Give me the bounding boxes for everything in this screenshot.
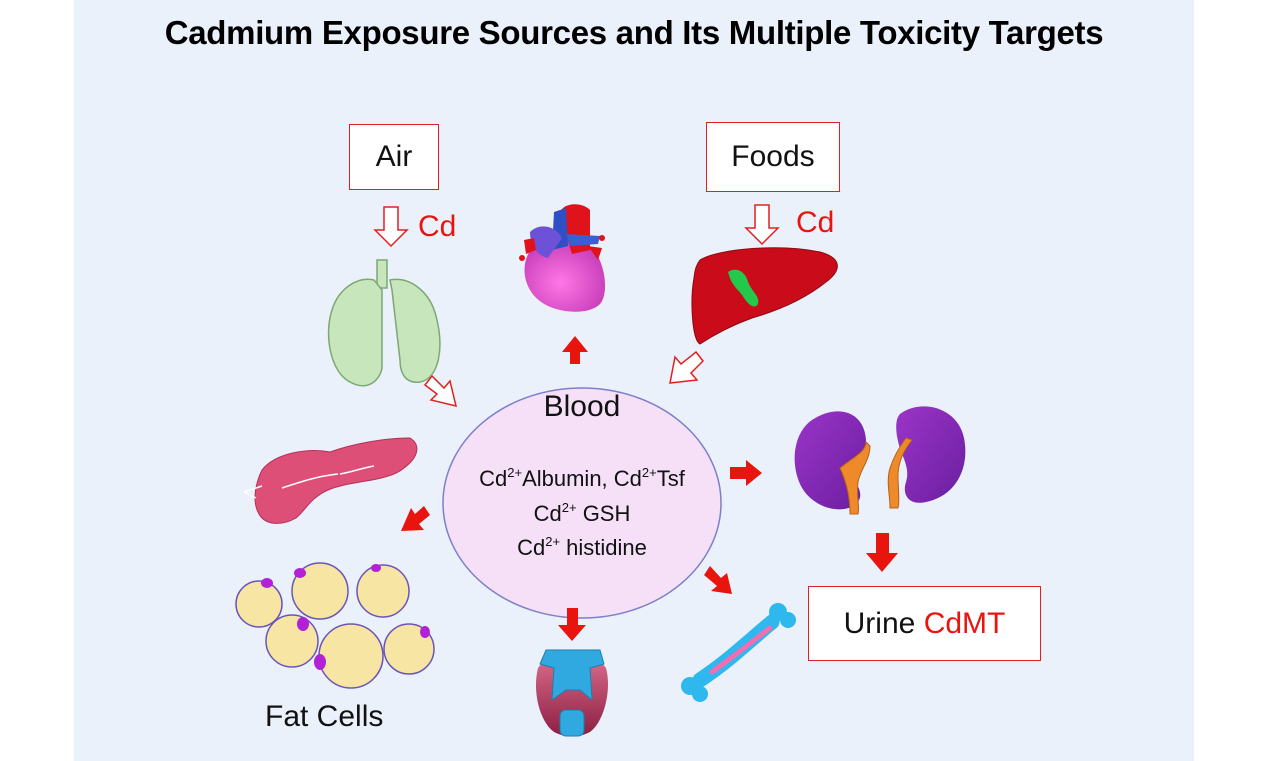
hollow-arrow-lungs-to-blood (423, 374, 458, 408)
urine-box: Urine CdMT (808, 586, 1041, 661)
blood-line-3: Cd2+ histidine (432, 534, 732, 561)
fat-cells-label: Fat Cells (265, 700, 384, 733)
arrow-to-thyroid (558, 608, 586, 641)
histidine-text: histidine (560, 535, 647, 560)
foods-source-box: Foods (706, 122, 840, 192)
diagram-title: Cadmium Exposure Sources and Its Multipl… (164, 14, 1104, 51)
arrow-to-heart (562, 336, 588, 364)
cd-foods-label: Cd (796, 206, 835, 239)
lungs-icon (327, 259, 441, 387)
tsf-text: Tsf (656, 466, 685, 491)
liver-icon (691, 247, 838, 345)
cd-symbol: Cd (517, 535, 546, 560)
blood-line-1: Cd2+Albumin, Cd2+Tsf (432, 465, 732, 492)
pancreas-icon (243, 437, 418, 524)
arrow-to-bone (704, 566, 732, 594)
charge-superscript: 2+ (641, 465, 657, 480)
cdmt-label: CdMT (923, 606, 1006, 640)
urine-label: Urine (843, 606, 916, 640)
gsh-text: GSH (576, 501, 631, 526)
charge-superscript: 2+ (507, 465, 523, 480)
cd-air-label: Cd (418, 210, 457, 243)
charge-superscript: 2+ (561, 500, 577, 515)
foods-label: Foods (731, 140, 815, 173)
hollow-arrow-liver-to-blood (669, 350, 704, 384)
fat-cell-nuclei (261, 564, 430, 670)
blood-label: Blood (543, 390, 621, 423)
fat-cells-icon (235, 562, 435, 689)
arrow-to-pancreas-fat (401, 506, 430, 531)
hollow-arrow-foods (744, 204, 780, 246)
hollow-arrow-air (373, 206, 409, 248)
cd-symbol: Cd (533, 501, 562, 526)
thyroid-icon (535, 649, 609, 737)
air-source-box: Air (349, 124, 439, 190)
arrow-to-kidneys (730, 460, 762, 486)
arrow-kidneys-to-urine (866, 533, 898, 572)
blood-line-2: Cd2+ GSH (432, 500, 732, 527)
cd-symbol: Cd (479, 466, 508, 491)
albumin-text: Albumin, Cd (522, 466, 642, 491)
air-label: Air (375, 140, 413, 173)
heart-icon (519, 204, 606, 312)
bone-icon (681, 603, 796, 702)
kidneys-icon (794, 406, 966, 515)
blood-ellipse (442, 387, 722, 619)
charge-superscript: 2+ (545, 534, 561, 549)
